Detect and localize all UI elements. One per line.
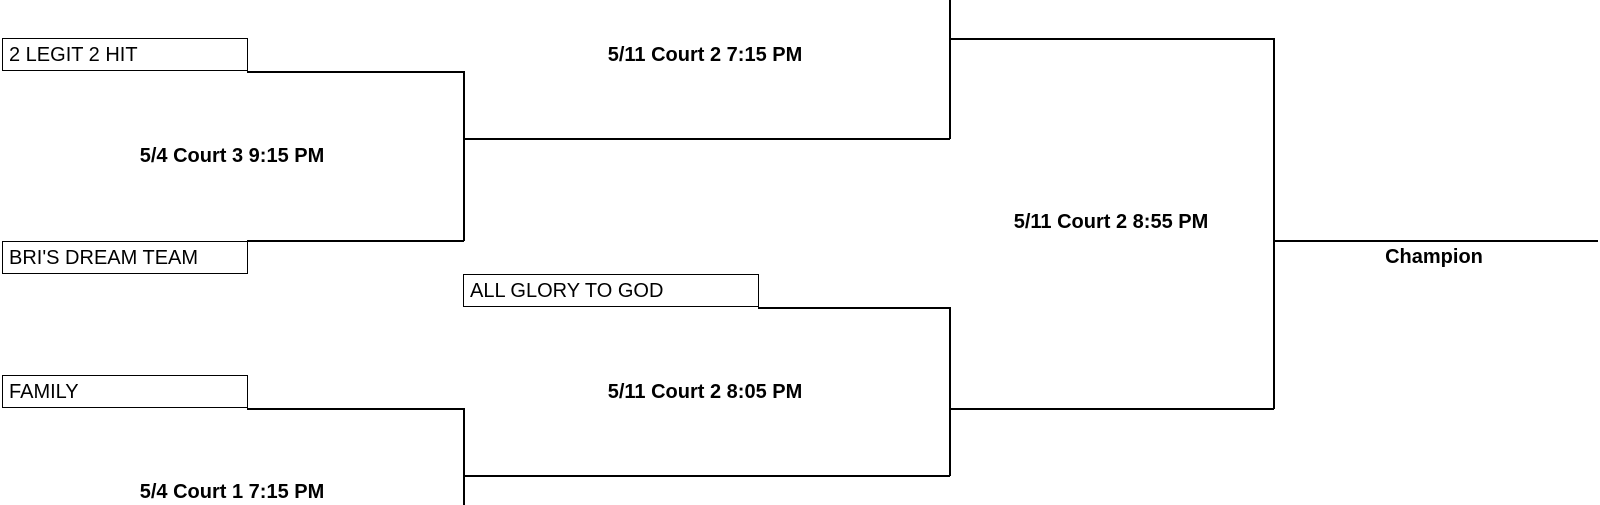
game-label-round2-game1: 5/11 Court 2 7:15 PM [607,44,803,66]
champion-label: Champion [1385,246,1483,268]
champion-line [1273,240,1598,242]
connector-r1g1-bottom [247,240,464,242]
connector-r1g2-top [247,408,464,410]
team-slot-1[interactable]: 2 LEGIT 2 HIT [2,38,248,71]
connector-final-top [949,38,1274,40]
game-label-round2-game2: 5/11 Court 2 8:05 PM [607,381,803,403]
connector-r2g1-bottom [463,138,950,140]
connector-final-bottom [949,408,1274,410]
connector-r2g2-vertical [949,307,951,476]
team-slot-4[interactable]: FAMILY [2,375,248,408]
connector-r2g1-vertical [949,0,951,139]
team-slot-3[interactable]: ALL GLORY TO GOD [463,274,759,307]
connector-r2g2-top [758,307,950,309]
connector-r2g2-bottom [463,475,950,477]
connector-r1g2-vertical [463,408,465,505]
connector-final-vertical [1273,38,1275,409]
game-label-round1-game2: 5/4 Court 1 7:15 PM [139,481,325,503]
connector-r1g1-vertical [463,71,465,241]
team-slot-2[interactable]: BRI'S DREAM TEAM [2,241,248,274]
game-label-round1-game1: 5/4 Court 3 9:15 PM [139,145,325,167]
game-label-final: 5/11 Court 2 8:55 PM [1013,211,1209,233]
connector-r1g1-top [247,71,464,73]
